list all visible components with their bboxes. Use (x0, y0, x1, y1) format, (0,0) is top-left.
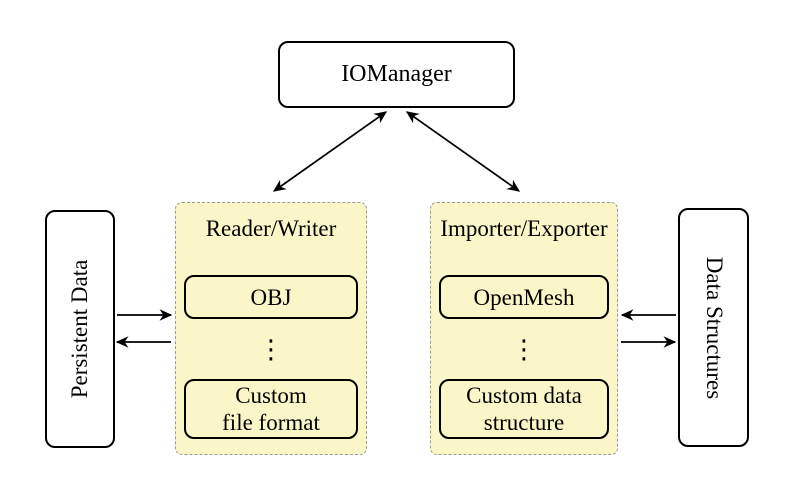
custom-data-structure-line2: structure (483, 410, 565, 435)
persistent-data-label: Persistent Data (67, 259, 92, 399)
importer-exporter-title: Importer/Exporter (440, 216, 608, 241)
reader-writer-ellipsis: ⋮ (258, 335, 284, 365)
node-custom-file-format: Custom file format (184, 379, 358, 439)
arrow-iomanager-readerwriter (272, 111, 388, 192)
custom-file-format-line2: file format (222, 410, 320, 435)
node-obj: OBJ (184, 275, 358, 319)
node-custom-data-structure: Custom data structure (439, 379, 609, 439)
node-data-structures: Data Structures (678, 208, 749, 447)
data-structures-label: Data Structures (701, 256, 727, 399)
node-openmesh: OpenMesh (439, 275, 609, 319)
arrow-iomanager-importerexporter (405, 111, 521, 192)
group-importer-exporter: Importer/Exporter OpenMesh ⋮ Custom data… (430, 202, 618, 455)
obj-label: OBJ (250, 284, 292, 310)
importer-exporter-ellipsis: ⋮ (511, 335, 537, 365)
custom-file-format-line1: Custom (235, 383, 307, 408)
node-persistent-data: Persistent Data (45, 210, 115, 448)
iomanager-label: IOManager (341, 61, 452, 87)
custom-data-structure-line1: Custom data (466, 383, 582, 408)
node-iomanager: IOManager (278, 41, 515, 108)
group-reader-writer: Reader/Writer OBJ ⋮ Custom file format (175, 202, 367, 455)
openmesh-label: OpenMesh (473, 284, 575, 310)
reader-writer-title: Reader/Writer (205, 216, 337, 241)
